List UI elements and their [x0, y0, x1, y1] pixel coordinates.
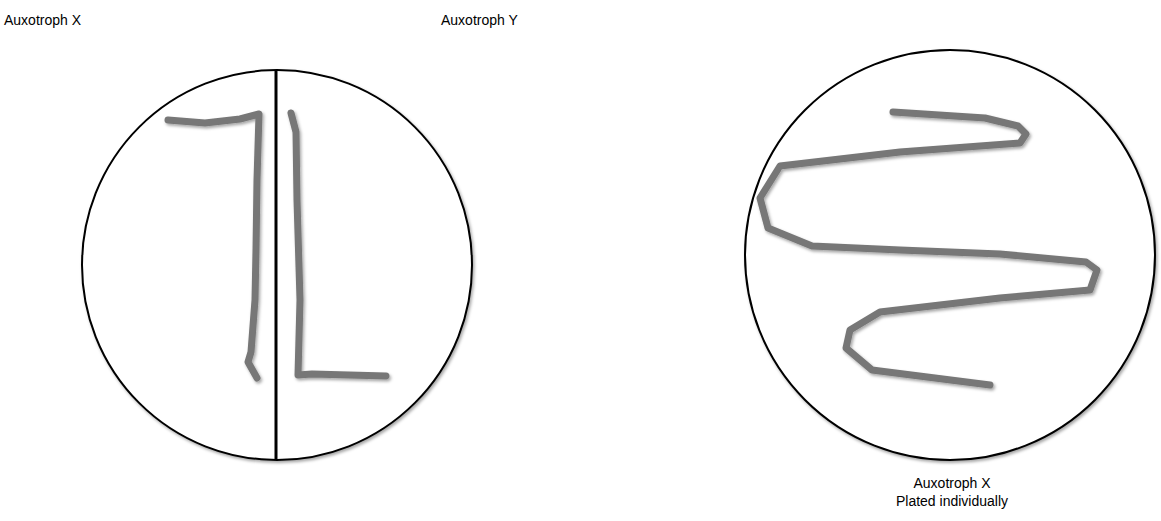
plate-label: Auxotroph X — [4, 11, 81, 29]
streak-y — [291, 113, 386, 376]
plate-label: Auxotroph Y — [441, 11, 518, 29]
petri-dish — [745, 50, 1155, 460]
divider-line — [275, 70, 278, 460]
streak-x — [168, 114, 259, 378]
plate-caption: Plated individually — [896, 492, 1008, 510]
petri-dish — [82, 70, 472, 460]
plate-caption: Auxotroph X — [913, 474, 990, 492]
streak-zigzag — [760, 112, 1097, 385]
